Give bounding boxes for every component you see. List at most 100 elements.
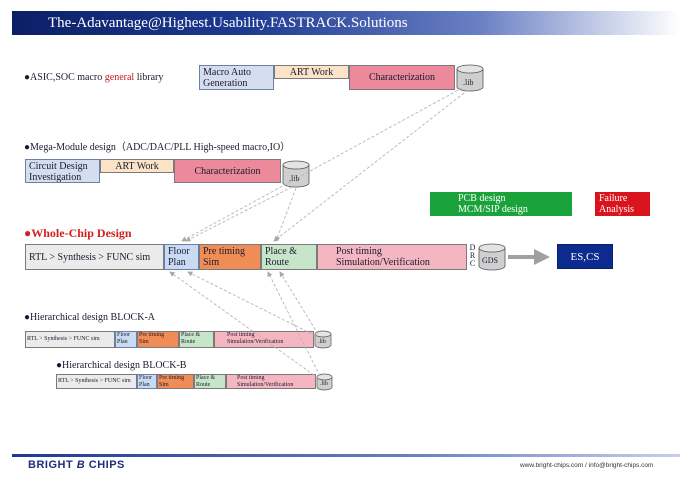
- block-b-floor-plan: Floor Plan: [137, 374, 157, 389]
- failure-line1: Failure: [599, 193, 628, 204]
- block-a-floor-line2: Plan: [117, 339, 128, 345]
- block-b-post-timing: Post timing Simulation/Verification: [226, 374, 316, 389]
- mega-circuit-line1: Circuit Design: [29, 161, 88, 172]
- title-bar: [12, 11, 680, 35]
- block-b-lib-cylinder: .lib: [316, 373, 333, 391]
- block-a-place-line2: Route: [181, 339, 196, 345]
- footer-contact: www.bright-chips.com / info@bright-chips…: [520, 462, 654, 469]
- whole-chip-section-label: ●Whole-Chip Design: [24, 226, 132, 240]
- block-a-post-line1: Post timing: [227, 332, 255, 338]
- cylinder-icon: [478, 243, 506, 271]
- block-b-post-line1: Post timing: [237, 375, 265, 381]
- gds-cylinder: GDS: [478, 243, 506, 271]
- pcb-line1: PCB design: [458, 193, 506, 204]
- arrow-blockb-lib-to-place: [267, 271, 321, 377]
- footer-line: [12, 454, 680, 457]
- arrow-blocka-lib-to-place: [279, 271, 319, 335]
- asic-label-suffix: library: [134, 72, 164, 83]
- mega-art-work: ART Work: [100, 159, 174, 173]
- whole-place-line2: Route: [265, 257, 289, 268]
- block-a-lib-cylinder: .lib: [314, 330, 332, 349]
- block-a-rtl-label: RTL > Synthesis > FUNC sim: [27, 336, 100, 342]
- asic-section-label: ●ASIC,SOC macro general library: [24, 72, 163, 84]
- asic-char-label: Characterization: [368, 72, 436, 83]
- asic-macro-line2: Generation: [203, 78, 248, 89]
- company-logo: BRIGHT B CHIPS: [28, 459, 125, 471]
- arrow-blocka-lib-to-floorplan: [187, 271, 317, 337]
- block-a-floor-line1: Floor: [117, 332, 131, 338]
- drc-d: D: [469, 243, 476, 252]
- block-a-pre-line2: Sim: [139, 339, 149, 345]
- asic-lib-cylinder: .lib: [456, 64, 484, 92]
- block-b-pre-line1: Pre timing: [159, 375, 185, 381]
- drc-c: C: [469, 259, 476, 268]
- mega-char-label: Characterization: [194, 165, 261, 177]
- asic-lib-label: .lib: [463, 78, 474, 87]
- arrow-mega-lib-to-place: [275, 187, 297, 242]
- cylinder-icon: [456, 64, 484, 92]
- block-b-pre-line2: Sim: [159, 382, 169, 388]
- mega-section-label: ●Mega-Module design（ADC/DAC/PLL High-spe…: [24, 142, 291, 153]
- block-a-post-timing: Post timing Simulation/Verification: [214, 331, 314, 348]
- asic-macro-line1: Macro Auto: [203, 67, 252, 78]
- block-b-post-line2: Simulation/Verification: [237, 382, 294, 388]
- whole-rtl-synthesis: RTL > Synthesis > FUNC sim: [25, 244, 164, 270]
- whole-pre-timing-sim: Pre timing Sim: [199, 244, 261, 270]
- block-a-post-line2: Simulation/Verification: [227, 339, 284, 345]
- failure-analysis-box: Failure Analysis: [595, 192, 650, 216]
- mega-lib-cylinder: .lib: [282, 160, 310, 188]
- whole-floor-line2: Plan: [168, 257, 186, 268]
- arrow-mega-lib-to-floorplan: [185, 186, 293, 242]
- block-b-section-label: ●Hierarchical design BLOCK-B: [56, 360, 187, 371]
- asic-label-prefix: ●ASIC,SOC macro: [24, 72, 105, 83]
- mega-circuit-design: Circuit Design Investigation: [25, 159, 100, 183]
- block-b-rtl: RTL > Synthesis > FUNC sim: [56, 374, 137, 389]
- whole-floor-line1: Floor: [168, 246, 190, 257]
- gds-label: GDS: [482, 256, 499, 265]
- whole-post-timing: Post timing Simulation/Verification: [317, 244, 467, 270]
- drc-label: D R C: [467, 244, 478, 270]
- block-b-floor-line1: Floor: [139, 375, 153, 381]
- block-a-pre-line1: Pre timing: [139, 332, 165, 338]
- whole-pre-line2: Sim: [203, 257, 220, 268]
- block-a-rtl: RTL > Synthesis > FUNC sim: [25, 331, 115, 348]
- block-b-place-line2: Route: [196, 382, 211, 388]
- asic-art-work: ART Work: [274, 65, 349, 79]
- logo-left: BRIGHT: [28, 459, 74, 471]
- block-a-floor-plan: Floor Plan: [115, 331, 137, 348]
- pcb-line2: MCM/SIP design: [458, 204, 528, 215]
- block-b-place-line1: Place &: [196, 375, 216, 381]
- failure-line2: Analysis: [599, 204, 634, 215]
- mega-characterization: Characterization: [174, 159, 281, 183]
- asic-label-highlight: general: [104, 72, 135, 83]
- es-cs-label: ES,CS: [570, 250, 600, 263]
- page-title: The-Adavantage@Highest.Usability.FASTRAC…: [48, 15, 408, 31]
- whole-rtl-label: RTL > Synthesis > FUNC sim: [29, 251, 151, 263]
- whole-pre-line1: Pre timing: [203, 246, 245, 257]
- logo-mark-icon: B: [76, 459, 86, 471]
- mega-lib-label: .lib: [289, 174, 300, 183]
- block-a-place-route: Place & Route: [179, 331, 214, 348]
- block-b-rtl-label: RTL > Synthesis > FUNC sim: [58, 378, 131, 384]
- whole-post-line1: Post timing: [336, 246, 382, 257]
- block-b-floor-line2: Plan: [139, 382, 150, 388]
- block-a-lib-label: .lib: [318, 339, 326, 345]
- cylinder-icon: [316, 373, 333, 391]
- asic-art-label: ART Work: [289, 66, 334, 78]
- drc-r: R: [469, 251, 476, 260]
- asic-macro-auto-generation: Macro Auto Generation: [199, 65, 274, 90]
- block-a-section-label: ●Hierarchical design BLOCK-A: [24, 312, 156, 323]
- block-a-pre-timing: Pre timing Sim: [137, 331, 179, 348]
- es-cs-box: ES,CS: [557, 244, 613, 269]
- pcb-mcm-sip-box: PCB design MCM/SIP design: [430, 192, 572, 216]
- whole-floor-plan: Floor Plan: [164, 244, 199, 270]
- arrow-blockb-lib-to-floorplan: [169, 271, 319, 379]
- mega-circuit-line2: Investigation: [29, 172, 82, 183]
- block-b-lib-label: .lib: [320, 381, 328, 387]
- whole-post-line2: Simulation/Verification: [336, 257, 430, 268]
- block-b-place-route: Place & Route: [194, 374, 226, 389]
- asic-characterization: Characterization: [349, 65, 455, 90]
- logo-right: CHIPS: [88, 459, 125, 471]
- block-a-place-line1: Place &: [181, 332, 201, 338]
- block-b-pre-timing: Pre timing Sim: [157, 374, 194, 389]
